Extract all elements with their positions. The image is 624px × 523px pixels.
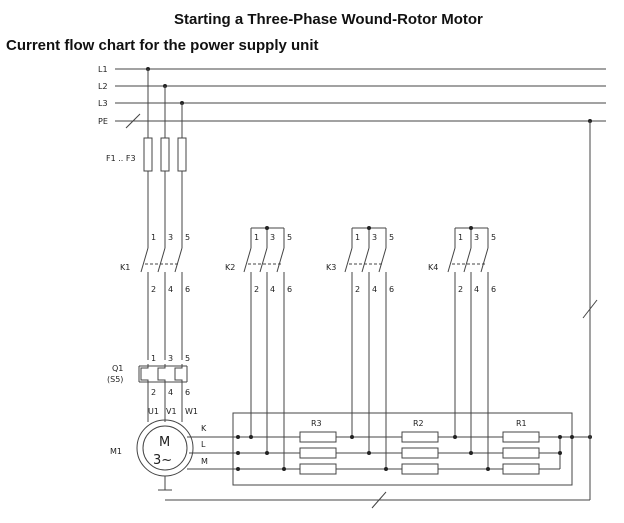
k3-term-6: 6 xyxy=(389,285,394,294)
star-point xyxy=(558,435,592,469)
resistor-label-r3: R3 xyxy=(311,419,322,428)
k1-term-6: 6 xyxy=(185,285,190,294)
fuse-label: F1 .. F3 xyxy=(106,154,136,163)
bus-label-pe: PE xyxy=(98,117,108,126)
k3-term-5: 5 xyxy=(389,233,394,242)
resistor-label-r2: R2 xyxy=(413,419,424,428)
k1-contacts xyxy=(140,247,183,360)
k2-term-1: 1 xyxy=(254,233,259,242)
k2-label: K2 xyxy=(225,263,235,272)
resistor-bank-r2 xyxy=(401,431,439,475)
k4-term-4: 4 xyxy=(474,285,479,294)
k4-term-3: 3 xyxy=(474,233,479,242)
q1-term-2: 2 xyxy=(151,388,156,397)
k1-term-3: 3 xyxy=(168,233,173,242)
motor-term-u1: U1 xyxy=(148,407,159,416)
k3-contacts xyxy=(344,226,387,273)
q1-term-3: 3 xyxy=(168,354,173,363)
k4-term-5: 5 xyxy=(491,233,496,242)
k3-term-1: 1 xyxy=(355,233,360,242)
k4-term-2: 2 xyxy=(458,285,463,294)
q1-term-6: 6 xyxy=(185,388,190,397)
motor-symbol-3phase: 3~ xyxy=(153,453,172,468)
rotor-term-l: L xyxy=(201,440,206,449)
rotor-term-m: M xyxy=(201,457,208,466)
diagram-subtitle: Current flow chart for the power supply … xyxy=(6,37,319,54)
pe-conductor xyxy=(165,121,598,509)
motor-symbol-m: M xyxy=(159,435,170,450)
q1-term-1: 1 xyxy=(151,354,156,363)
bus-label-l2: L2 xyxy=(98,82,108,91)
bus-label-l1: L1 xyxy=(98,65,108,74)
k3-label: K3 xyxy=(326,263,336,272)
k2-term-2: 2 xyxy=(254,285,259,294)
k3-term-2: 2 xyxy=(355,285,360,294)
bus-label-l3: L3 xyxy=(98,99,108,108)
k2-term-5: 5 xyxy=(287,233,292,242)
k1-term-1: 1 xyxy=(151,233,156,242)
k4-contacts xyxy=(447,226,489,273)
k2-term-4: 4 xyxy=(270,285,275,294)
k4-label: K4 xyxy=(428,263,438,272)
q1-elements xyxy=(138,364,188,422)
resistor-enclosure xyxy=(232,412,573,486)
k4-term-1: 1 xyxy=(458,233,463,242)
k3-term-3: 3 xyxy=(372,233,377,242)
resistor-label-r1: R1 xyxy=(516,419,527,428)
k4-term-6: 6 xyxy=(491,285,496,294)
k1-label: K1 xyxy=(120,263,130,272)
q1-sublabel: (S5) xyxy=(107,375,123,384)
motor-term-v1: V1 xyxy=(166,407,177,416)
q1-term-5: 5 xyxy=(185,354,190,363)
q1-label: Q1 xyxy=(112,364,123,373)
rotor-term-k: K xyxy=(201,424,207,433)
k1-term-5: 5 xyxy=(185,233,190,242)
diagram-title: Starting a Three-Phase Wound-Rotor Motor xyxy=(174,11,483,28)
k2-term-6: 6 xyxy=(287,285,292,294)
q1-term-4: 4 xyxy=(168,388,173,397)
motor-term-w1: W1 xyxy=(185,407,198,416)
resistor-bank-r1 xyxy=(502,431,540,475)
k3-term-4: 4 xyxy=(372,285,377,294)
k2-term-3: 3 xyxy=(270,233,275,242)
bus-lines xyxy=(115,67,606,129)
motor-label: M1 xyxy=(110,447,122,456)
k1-term-2: 2 xyxy=(151,285,156,294)
feed-conductors xyxy=(147,69,183,138)
resistor-bank-r3 xyxy=(299,431,337,475)
contactor-drops xyxy=(236,272,490,471)
k1-term-4: 4 xyxy=(168,285,173,294)
k2-contacts xyxy=(243,226,285,273)
motor-symbol xyxy=(136,419,197,491)
fuses xyxy=(143,137,187,248)
